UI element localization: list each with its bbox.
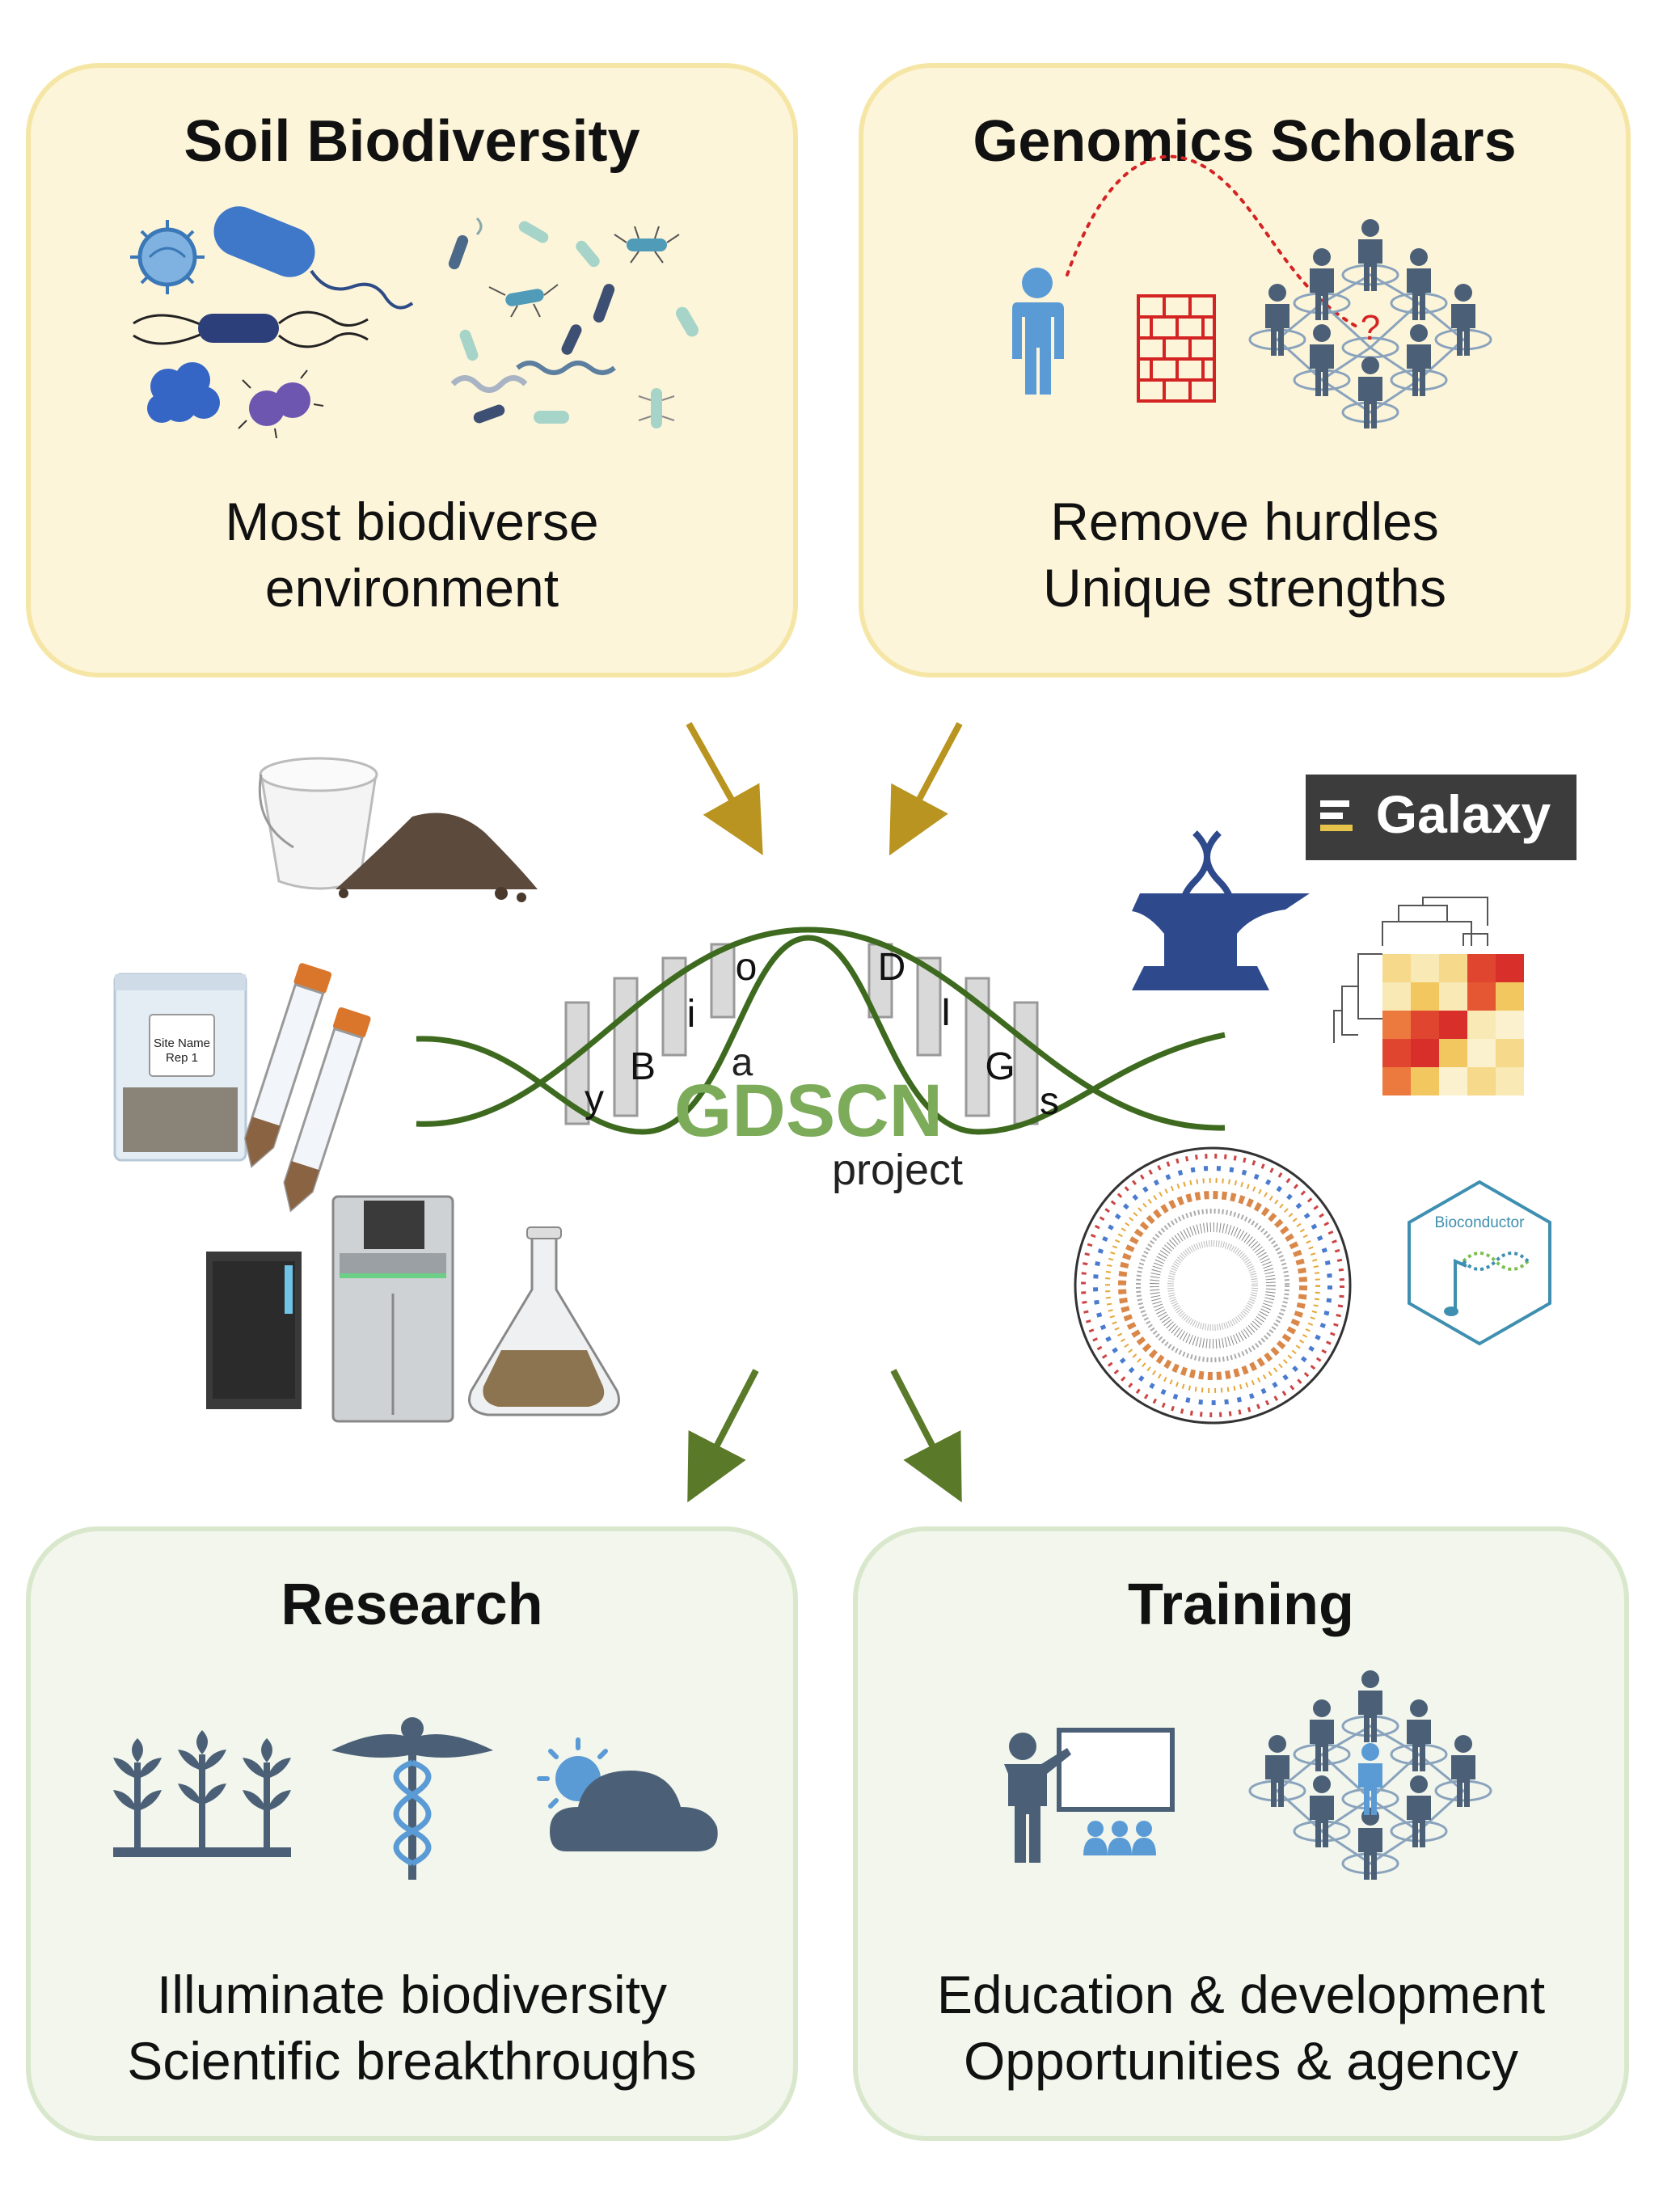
scholar-network-icon: ? [1248, 219, 1492, 428]
research-caption-line-1: Illuminate biodiversity [157, 1965, 667, 2024]
training-caption-line-1: Education & development [936, 1965, 1546, 2024]
bioconductor-label: Bioconductor [1435, 1214, 1526, 1231]
sample-bag-label-1: Site Name [154, 1036, 210, 1050]
scholars-caption-line-1: Remove hurdles [1050, 492, 1439, 551]
heatmap-cells [1382, 954, 1524, 1095]
hurdle-wall-icon [1137, 294, 1216, 403]
rod-bacterium-icon [133, 310, 369, 348]
training-caption-line-2: Opportunities & agency [963, 2031, 1519, 2091]
hurdle-jump-path [1066, 154, 1360, 329]
training-caption: Education & development Opportunities & … [858, 1961, 1624, 2094]
helix-letter-i2: I [940, 991, 951, 1034]
scholars-illustration: ? [1012, 154, 1492, 428]
soil-biodiversity-panel: Soil Biodiversity Most biodiverse enviro… [26, 63, 798, 678]
galaxy-label: Galaxy [1376, 784, 1551, 844]
research-title: Research [281, 1572, 543, 1637]
plants-icon [113, 1730, 291, 1857]
arrow-center-to-training [890, 1369, 962, 1503]
scholars-caption-line-2: Unique strengths [1043, 558, 1446, 618]
arrow-soil-to-center [686, 722, 763, 855]
sequencer-icon [206, 1195, 454, 1423]
culture-flask-icon [468, 1226, 620, 1416]
arrow-scholars-to-center [888, 722, 963, 856]
bacterium-icon [213, 206, 414, 310]
question-mark: ? [1361, 308, 1380, 348]
helix-letter-s: s [1040, 1080, 1059, 1123]
soil-biodiversity-caption: Most biodiverse environment [31, 488, 793, 621]
virus-icon [130, 220, 205, 294]
helix-letter-b: B [630, 1045, 656, 1088]
genomics-scholars-title: Genomics Scholars [973, 109, 1517, 174]
genomics-scholars-panel: Genomics Scholars Remove hurdles Unique … [859, 63, 1631, 678]
helix-letter-d: D [878, 946, 906, 989]
research-caption-line-2: Scientific breakthroughs [127, 2031, 697, 2091]
logo-gdscn: GDSCN [674, 1070, 943, 1152]
soil-caption-line-1: Most biodiverse [225, 492, 599, 551]
circos-plot-icon [1074, 1146, 1352, 1425]
helix-letter-y: y [585, 1078, 604, 1121]
weather-icon [537, 1737, 718, 1851]
biodigs-logo: y B i o D I G s a GDSCN project [416, 927, 1226, 1194]
arrow-center-to-research [687, 1369, 759, 1503]
community-network-icon [1248, 1670, 1492, 1880]
helix-letter-i: i [687, 993, 696, 1036]
helix-strand-3 [642, 935, 979, 1135]
logo-suffix: project [832, 1146, 963, 1194]
genomics-scholars-caption: Remove hurdles Unique strengths [863, 488, 1626, 621]
heatmap-icon [1333, 897, 1524, 1095]
soil-caption-line-2: environment [264, 558, 559, 618]
arrows [686, 722, 963, 1503]
diplococcus-icon [238, 369, 324, 439]
galaxy-logo: Galaxy [1306, 775, 1576, 860]
sample-tubes-icon [243, 963, 371, 1213]
sample-bag-label-2: Rep 1 [166, 1051, 198, 1065]
helix-strand-2 [416, 1032, 1226, 1135]
helix-strand-1 [416, 927, 1226, 1131]
training-title: Training [1127, 1572, 1355, 1637]
helix-letter-g: G [985, 1045, 1015, 1088]
soil-biodiversity-title: Soil Biodiversity [184, 109, 640, 174]
research-panel: Research Illuminate biodiversity Scienti… [26, 1526, 798, 2141]
diverse-microbes-icon [448, 217, 699, 428]
research-caption: Illuminate biodiversity Scientific break… [31, 1961, 793, 2094]
microbes-illustration [130, 206, 699, 439]
bucket-and-soil-icon [258, 757, 538, 902]
cocci-cluster-icon [147, 362, 220, 423]
helix-letter-o: o [736, 946, 758, 989]
logo-prefix: a [732, 1041, 753, 1084]
caduceus-icon [331, 1717, 493, 1880]
scholar-person-icon [1012, 268, 1064, 395]
training-panel: Training Education & development Opportu… [853, 1526, 1629, 2141]
bioconductor-logo: Bioconductor [1408, 1180, 1551, 1346]
teacher-icon [1004, 1728, 1175, 1863]
anvil-dna-icon [1132, 830, 1310, 990]
sample-bag-icon: Site Name Rep 1 [113, 973, 247, 1162]
